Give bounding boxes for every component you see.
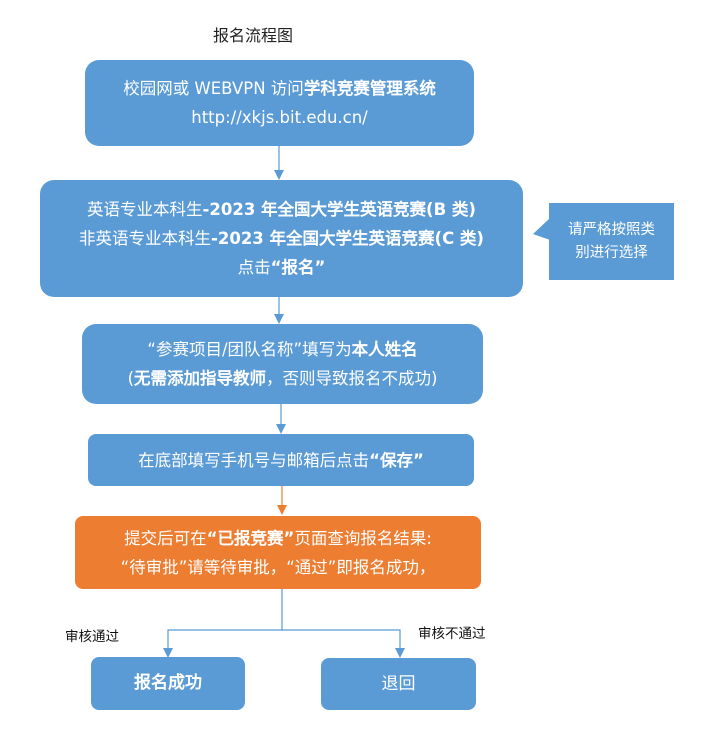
branch-connector: [282, 629, 401, 650]
outcome-return: 退回: [321, 658, 476, 710]
category-note-callout: 请严格按照类 别进行选择: [549, 203, 674, 280]
step5-registered-page: “已报竞赛”: [206, 528, 295, 548]
outcome-success-label: 报名成功: [134, 673, 202, 693]
step5-text: 页面查询报名结果:: [294, 528, 432, 548]
step3-own-name: 本人姓名: [351, 340, 418, 359]
step1-url: http://xkjs.bit.edu.cn/: [191, 108, 368, 127]
step2-click: 点击: [237, 258, 271, 277]
step2-category-b: -2023 年全国大学生英语竞赛(B 类): [202, 200, 476, 219]
arrowhead: [274, 170, 284, 180]
step1-system-name: 学科竞赛管理系统: [303, 79, 436, 98]
step5-status-text: “待审批”请等待审批，“通过”即报名成功，: [120, 557, 436, 577]
arrowhead: [395, 648, 405, 658]
step1-access-system: 校园网或 WEBVPN 访问学科竞赛管理系统 http://xkjs.bit.e…: [85, 60, 474, 146]
step2-english-major: 英语专业本科生: [87, 200, 203, 219]
step5-text: 提交后可在: [124, 528, 207, 548]
step2-select-category: 英语专业本科生-2023 年全国大学生英语竞赛(B 类) 非英语专业本科生-20…: [40, 180, 523, 297]
step1-text: 校园网或 WEBVPN 访问: [123, 79, 304, 98]
step4-save: 在底部填写手机号与邮箱后点击“保存”: [88, 434, 474, 486]
step2-register: “报名”: [270, 258, 326, 277]
step3-paren: (: [127, 369, 134, 388]
step3-warning: ，否则导致报名不成功): [266, 369, 438, 388]
step3-no-advisor: 无需添加指导教师: [134, 369, 266, 388]
arrowhead: [274, 314, 284, 324]
outcome-return-label: 退回: [381, 673, 416, 694]
step2-non-english-major: 非英语专业本科生: [79, 229, 212, 248]
branch-fail-label: 审核不通过: [418, 626, 486, 642]
step4-text: 在底部填写手机号与邮箱后点击: [138, 450, 370, 470]
step5-check-result: 提交后可在“已报竞赛”页面查询报名结果: “待审批”请等待审批，“通过”即报名成…: [75, 516, 481, 589]
callout-text: 请严格按照类: [568, 221, 655, 238]
callout-pointer: [533, 218, 550, 240]
step4-save-label: “保存”: [369, 450, 424, 470]
outcome-success: 报名成功: [91, 657, 245, 710]
branch-pass-label: 审核通过: [65, 629, 119, 645]
step3-text: “参赛项目/团队名称”填写为: [147, 340, 352, 359]
arrowhead: [276, 424, 286, 434]
arrowhead: [163, 648, 173, 658]
step3-fill-name: “参赛项目/团队名称”填写为本人姓名 (无需添加指导教师，否则导致报名不成功): [82, 324, 483, 404]
branch-connector: [167, 589, 283, 650]
callout-text: 别进行选择: [575, 244, 648, 261]
step2-category-c: -2023 年全国大学生英语竞赛(C 类): [211, 229, 484, 248]
flowchart-title: 报名流程图: [213, 26, 294, 45]
arrowhead: [277, 505, 287, 515]
